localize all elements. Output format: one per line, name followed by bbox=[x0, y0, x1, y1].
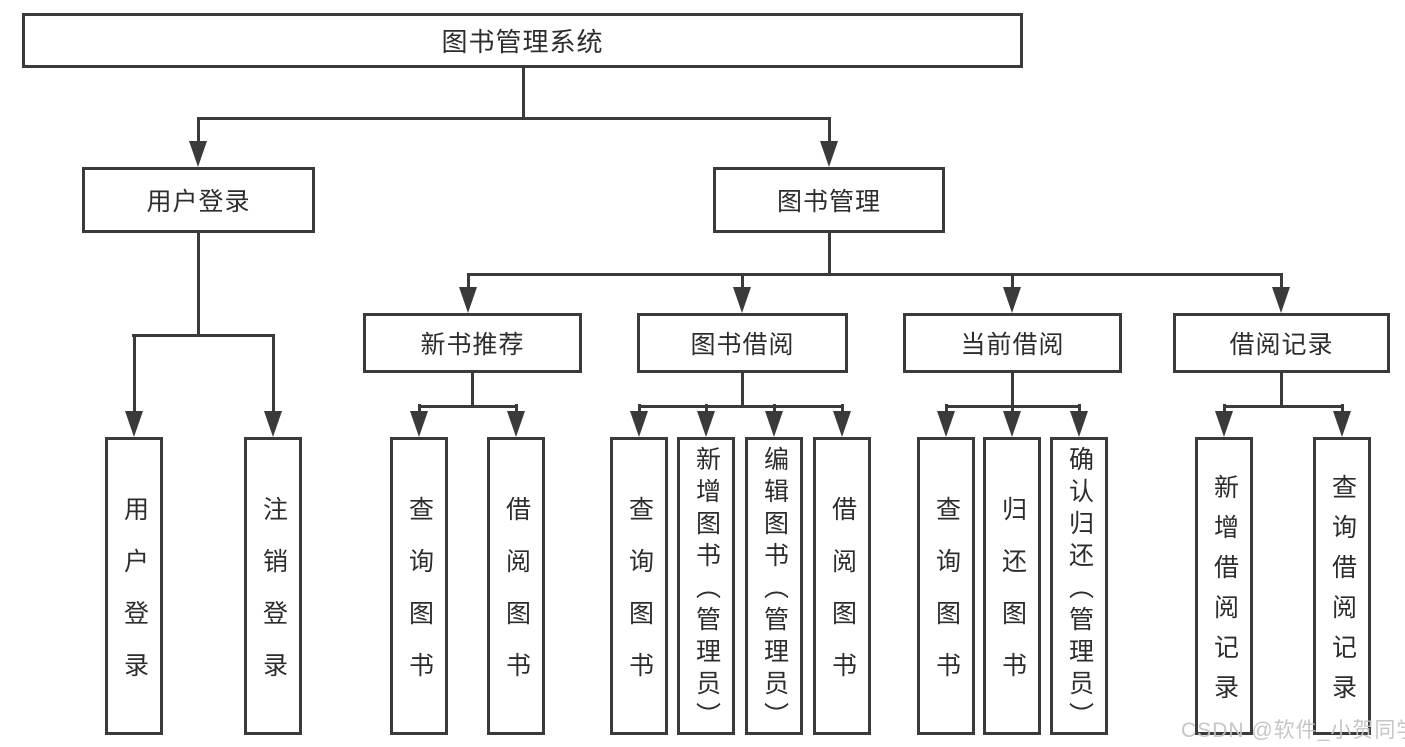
connector-line bbox=[466, 273, 470, 295]
leaf-query-borrowing-record: 查询借阅记录 bbox=[1313, 437, 1371, 735]
node-library-management-system: 图书管理系统 bbox=[22, 13, 1023, 68]
connector-line bbox=[131, 334, 275, 337]
connector-line bbox=[521, 66, 525, 120]
leaf-logout: 注销登录 bbox=[244, 437, 302, 735]
connector-line bbox=[741, 371, 744, 408]
leaf-label: 查询图书 bbox=[625, 495, 654, 704]
connector-line bbox=[197, 231, 200, 337]
connector-line bbox=[1280, 371, 1283, 408]
connector-line bbox=[637, 404, 844, 408]
arrow-down-icon bbox=[1002, 411, 1021, 437]
leaf-add-borrowing-record: 新增借阅记录 bbox=[1195, 437, 1253, 735]
connector-line bbox=[471, 371, 474, 408]
node-label: 图书管理系统 bbox=[441, 27, 604, 57]
leaf-confirm-return-admin: 确认归还（管理员） bbox=[1050, 437, 1108, 735]
arrow-down-icon bbox=[1272, 287, 1290, 313]
leaf-borrow-books: 借阅图书 bbox=[813, 437, 871, 735]
connector-line bbox=[1011, 273, 1014, 295]
arrow-down-icon bbox=[506, 411, 525, 437]
node-book-borrowing: 图书借阅 bbox=[637, 313, 848, 373]
arrow-down-icon bbox=[458, 287, 477, 313]
connector-line bbox=[1280, 273, 1283, 295]
arrow-down-icon bbox=[764, 411, 783, 437]
node-label: 借阅记录 bbox=[1229, 331, 1334, 359]
connector-line bbox=[197, 117, 200, 149]
leaf-borrow-books: 借阅图书 bbox=[487, 437, 545, 735]
leaf-edit-book-admin: 编辑图书（管理员） bbox=[745, 437, 803, 735]
arrow-down-icon bbox=[189, 141, 207, 167]
arrow-down-icon bbox=[832, 411, 851, 437]
leaf-label: 查询图书 bbox=[932, 495, 961, 704]
leaf-label: 归还图书 bbox=[998, 495, 1027, 704]
leaf-query-books: 查询图书 bbox=[610, 437, 668, 735]
leaf-query-books: 查询图书 bbox=[390, 437, 448, 735]
connector-line bbox=[466, 273, 1283, 276]
leaf-label: 查询图书 bbox=[405, 495, 434, 704]
connector-line bbox=[827, 231, 831, 276]
leaf-add-book-admin: 新增图书（管理员） bbox=[677, 437, 735, 735]
arrow-down-icon bbox=[1003, 287, 1021, 313]
node-label: 用户登录 bbox=[146, 188, 251, 216]
connector-line bbox=[417, 404, 518, 408]
node-label: 当前借阅 bbox=[960, 331, 1065, 359]
node-label: 图书管理 bbox=[776, 188, 881, 216]
connector-line bbox=[1011, 371, 1014, 408]
arrow-down-icon bbox=[263, 411, 282, 437]
connector-line bbox=[132, 334, 136, 419]
leaf-user-login: 用户登录 bbox=[105, 437, 163, 735]
arrow-down-icon bbox=[409, 411, 428, 437]
arrow-down-icon bbox=[1069, 411, 1088, 437]
arrow-down-icon bbox=[733, 287, 751, 313]
arrow-down-icon bbox=[936, 411, 955, 437]
leaf-query-books: 查询图书 bbox=[917, 437, 975, 735]
node-label: 图书借阅 bbox=[690, 331, 795, 359]
arrow-down-icon bbox=[1214, 411, 1233, 437]
leaf-label: 用户登录 bbox=[120, 495, 149, 704]
leaf-return-books: 归还图书 bbox=[983, 437, 1041, 735]
leaf-label: 确认归还（管理员） bbox=[1065, 445, 1094, 734]
arrow-down-icon bbox=[124, 411, 143, 437]
leaf-label: 新增图书（管理员） bbox=[692, 445, 721, 734]
connector-line bbox=[741, 273, 744, 295]
csdn-watermark: CSDN @软件_小贺同学 bbox=[1181, 719, 1405, 742]
node-user-login: 用户登录 bbox=[82, 167, 315, 233]
node-current-borrowing: 当前借阅 bbox=[903, 313, 1122, 373]
node-borrowing-records: 借阅记录 bbox=[1173, 313, 1390, 373]
connector-line bbox=[827, 117, 831, 149]
leaf-label: 借阅图书 bbox=[828, 495, 857, 704]
arrow-down-icon bbox=[1332, 411, 1351, 437]
leaf-label: 查询借阅记录 bbox=[1328, 473, 1357, 714]
node-book-management: 图书管理 bbox=[713, 167, 945, 233]
connector-line bbox=[1222, 404, 1344, 408]
node-new-book-recommendation: 新书推荐 bbox=[363, 313, 582, 373]
leaf-label: 编辑图书（管理员） bbox=[760, 445, 789, 734]
leaf-label: 新增借阅记录 bbox=[1210, 473, 1239, 714]
connector-line bbox=[271, 334, 275, 419]
connector-line bbox=[197, 117, 831, 120]
arrow-down-icon bbox=[696, 411, 715, 437]
leaf-label: 注销登录 bbox=[259, 495, 288, 704]
node-label: 新书推荐 bbox=[420, 331, 525, 359]
leaf-label: 借阅图书 bbox=[502, 495, 531, 704]
arrow-down-icon bbox=[819, 141, 838, 167]
arrow-down-icon bbox=[629, 411, 648, 437]
